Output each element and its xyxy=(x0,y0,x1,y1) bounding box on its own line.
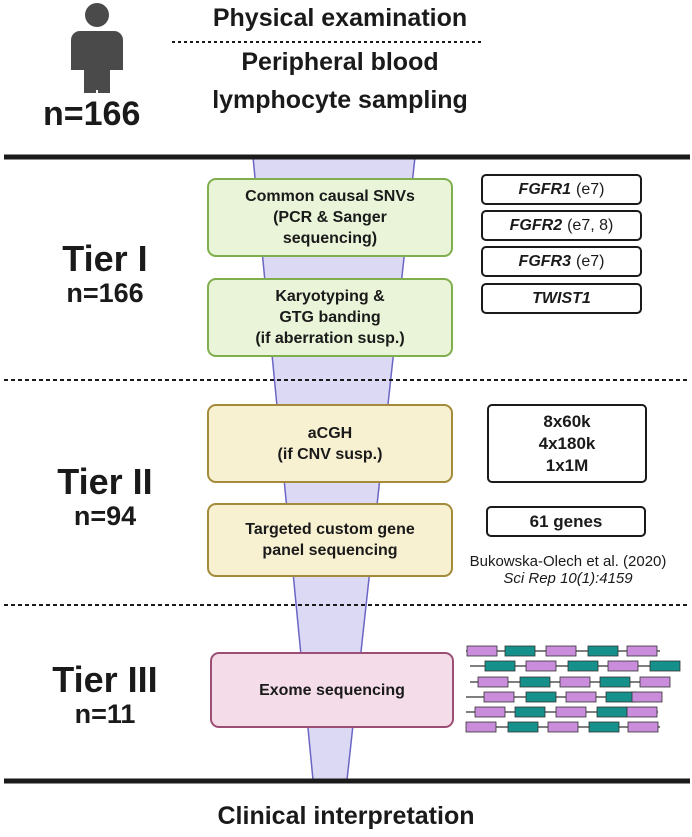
read-segment xyxy=(477,676,509,688)
read-segment xyxy=(547,721,579,733)
box-line: GTG banding xyxy=(279,309,381,326)
read-segment xyxy=(555,706,587,718)
read-segment xyxy=(639,676,671,688)
read-segment xyxy=(519,676,551,688)
read-segment xyxy=(626,706,658,718)
panel-gene-count: 61 genes xyxy=(486,506,646,537)
header-lymphocyte-sampling: lymphocyte sampling xyxy=(212,86,468,114)
read-segment xyxy=(588,721,620,733)
read-segment xyxy=(465,721,497,733)
box-line: aCGH xyxy=(307,424,353,442)
read-segment xyxy=(525,691,557,703)
read-segment xyxy=(559,676,591,688)
gene-pill-fgfr1: FGFR1 (e7) xyxy=(481,174,642,205)
gene-name: TWIST1 xyxy=(532,289,591,307)
box-line: (if CNV susp.) xyxy=(277,445,383,463)
read-segment xyxy=(483,691,515,703)
read-segment xyxy=(545,645,577,657)
read-segment xyxy=(605,691,637,703)
box-karyotyping: Karyotyping & GTG banding (if aberration… xyxy=(207,278,453,357)
header-peripheral-blood: Peripheral blood xyxy=(241,48,439,76)
sequencing-reads-icon xyxy=(465,645,681,733)
read-segment xyxy=(567,660,599,672)
read-segment xyxy=(631,691,663,703)
box-line: sequencing) xyxy=(282,230,378,247)
platform-item: 8x60k xyxy=(543,411,591,431)
cohort-size: n=166 xyxy=(43,95,141,133)
person-icon xyxy=(71,3,123,93)
citation-authors: Bukowska-Olech et al. (2020) xyxy=(469,553,667,570)
read-segment xyxy=(525,660,557,672)
read-segment xyxy=(565,691,597,703)
gene-pill-twist1: TWIST1 xyxy=(481,283,642,314)
box-exome-sequencing: Exome sequencing xyxy=(210,652,454,728)
tier-1-count: n=166 xyxy=(66,278,144,308)
box-line: Targeted custom gene xyxy=(245,521,415,538)
read-segment xyxy=(626,645,658,657)
tier-3-title: Tier III xyxy=(52,659,158,700)
gene-pill-fgfr3: FGFR3 (e7) xyxy=(481,246,642,277)
tier-2-count: n=94 xyxy=(73,501,137,531)
read-segment xyxy=(649,660,681,672)
gene-name: FGFR1 xyxy=(518,180,571,198)
box-line: (PCR & Sanger xyxy=(273,209,387,226)
read-segment xyxy=(507,721,539,733)
read-segment xyxy=(587,645,619,657)
box-line: Common causal SNVs xyxy=(245,188,415,205)
read-segment xyxy=(466,645,498,657)
gene-name: FGFR2 xyxy=(509,216,563,234)
read-segment xyxy=(514,706,546,718)
platform-item: 4x180k xyxy=(538,433,596,453)
read-segment xyxy=(484,660,516,672)
tier-3-count: n=11 xyxy=(74,699,136,729)
read-segment xyxy=(599,676,631,688)
read-segment xyxy=(627,721,659,733)
box-targeted-panel: Targeted custom gene panel sequencing xyxy=(207,503,453,577)
header-physical-examination: Physical examination xyxy=(212,4,468,32)
read-segment xyxy=(596,706,628,718)
box-acgh: aCGH (if CNV susp.) xyxy=(207,404,453,483)
gene-exons: (e7) xyxy=(576,180,605,198)
tier-1-title: Tier I xyxy=(62,238,148,279)
platform-item: 1x1M xyxy=(545,455,589,475)
gene-name: FGFR3 xyxy=(518,252,571,270)
box-line: (if aberration susp.) xyxy=(255,330,405,347)
read-segment xyxy=(607,660,639,672)
box-line: Karyotyping & xyxy=(275,288,385,305)
box-line: Exome sequencing xyxy=(259,681,405,699)
read-segment xyxy=(504,645,536,657)
tier-2-title: Tier II xyxy=(57,461,153,502)
read-segment xyxy=(474,706,506,718)
gene-pill-fgfr2: FGFR2(e7, 8) xyxy=(481,210,642,241)
gene-exons: (e7) xyxy=(576,252,605,270)
box-line: panel sequencing xyxy=(262,542,398,559)
citation-journal: Sci Rep 10(1):4159 xyxy=(503,570,633,587)
clinical-interpretation: Clinical interpretation xyxy=(217,802,475,830)
gene-exons: (e7, 8) xyxy=(567,216,614,234)
acgh-platforms: 8x60k 4x180k 1x1M xyxy=(487,404,647,483)
box-common-causal-snvs: Common causal SNVs (PCR & Sanger sequenc… xyxy=(207,178,453,257)
